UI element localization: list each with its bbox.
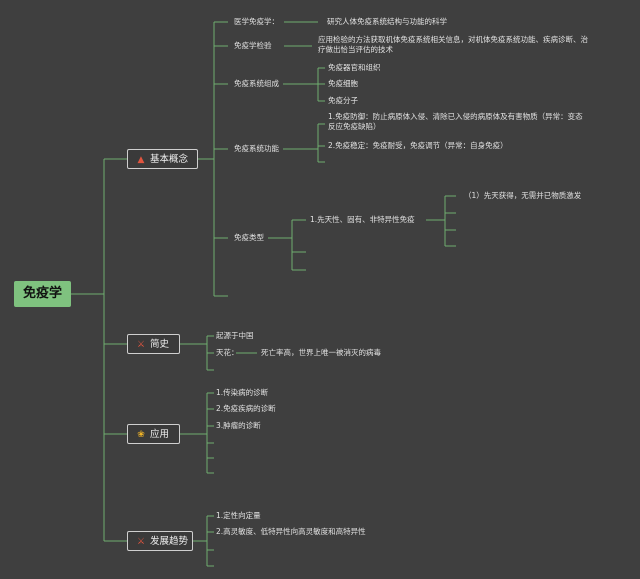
list-item: 1.传染病的诊断 (216, 388, 269, 397)
list-item: 起源于中国 (216, 331, 254, 340)
list-item: 2.免疫稳定：免疫耐受，免疫调节（异常：自身免疫） (328, 141, 508, 150)
node-immunology-testing[interactable]: 免疫学检验 (234, 41, 272, 50)
list-item: 2.高灵敏度、低特异性向高灵敏度和高特异性 (216, 527, 366, 536)
branch-label: 基本概念 (150, 154, 189, 165)
list-item: 免疫细胞 (328, 79, 358, 88)
list-item: 2.免疫疾病的诊断 (216, 404, 276, 413)
node-innate-immunity[interactable]: 1.先天性、固有、非特异性免疫 (310, 215, 415, 224)
list-item: 1.免疫防御：防止病原体入侵、清除已入侵的病原体及有害物质（异常：变态反应免疫缺… (328, 112, 583, 131)
crossed-swords-icon: ⚔ (136, 537, 146, 547)
house-icon: ▲ (137, 155, 145, 165)
node-immune-system-composition[interactable]: 免疫系统组成 (234, 79, 279, 88)
list-item: 1.定性向定量 (216, 511, 261, 520)
branch-history[interactable]: ⚔ 简史 (127, 334, 180, 354)
award-ribbon-icon: ❀ (137, 430, 145, 440)
node-immunity-types[interactable]: 免疫类型 (234, 233, 264, 242)
list-item: 免疫器官和组织 (328, 63, 381, 72)
branch-label: 简史 (150, 339, 170, 350)
node-smallpox-desc: 死亡率高，世界上唯一被消灭的病毒 (261, 348, 381, 357)
branch-label: 应用 (150, 429, 170, 440)
branch-trend[interactable]: ⚔ 发展趋势 (127, 531, 193, 551)
node-medical-immunology-desc: 研究人体免疫系统结构与功能的科学 (327, 17, 447, 26)
list-item: 免疫分子 (328, 96, 358, 105)
branch-application[interactable]: ❀ 应用 (127, 424, 180, 444)
root-node[interactable]: 免疫学 (14, 281, 71, 307)
node-innate-immunity-detail: （1）先天获得，无需并已物质激发 (464, 191, 582, 200)
node-smallpox[interactable]: 天花： (216, 348, 239, 357)
branch-basic-concepts[interactable]: ▲ 基本概念 (127, 149, 198, 169)
crossed-swords-icon: ⚔ (136, 340, 146, 350)
node-immunology-testing-desc: 应用检验的方法获取机体免疫系统相关信息，对机体免疫系统功能、疾病诊断、治疗做出恰… (318, 35, 588, 54)
node-immune-system-function[interactable]: 免疫系统功能 (234, 144, 279, 153)
list-item: 3.肿瘤的诊断 (216, 421, 261, 430)
node-medical-immunology[interactable]: 医学免疫学： (234, 17, 279, 26)
branch-label: 发展趋势 (150, 536, 189, 547)
